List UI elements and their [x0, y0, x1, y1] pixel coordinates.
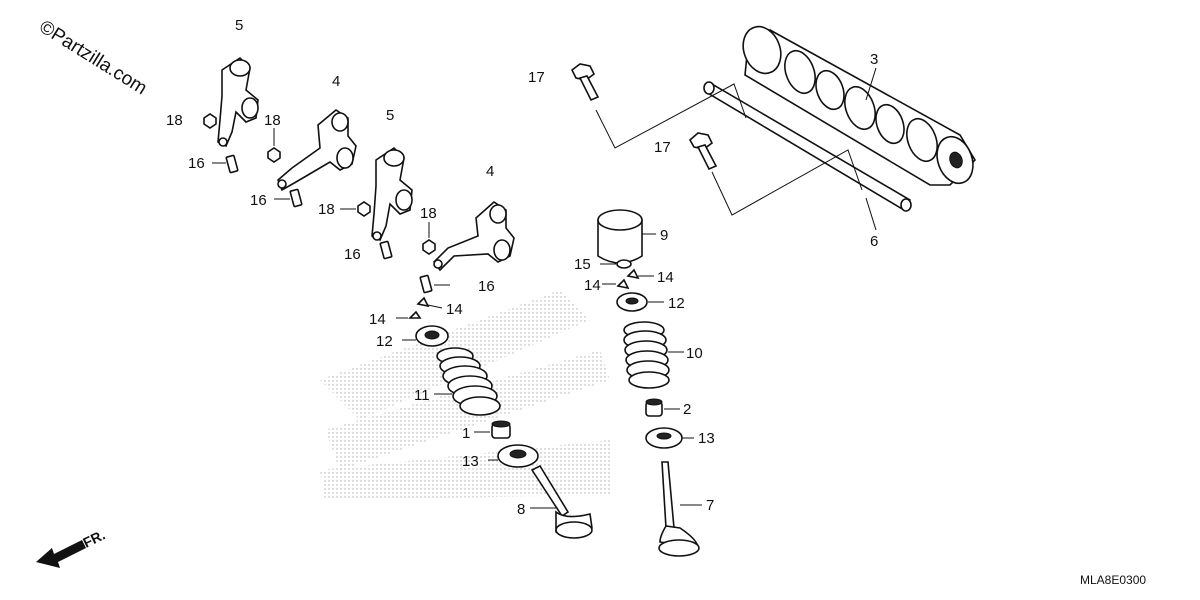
rocker-arm-5-middle [371, 146, 413, 242]
callout-8: 8 [517, 501, 525, 518]
rocker-arm-4-upper [277, 109, 357, 192]
callout-4-upper: 4 [332, 73, 340, 90]
callout-17-lower: 17 [654, 139, 671, 156]
callout-1: 1 [462, 425, 470, 442]
callout-13-right: 13 [698, 430, 715, 447]
bucket-tappet [597, 209, 643, 264]
callout-14-left-b: 14 [446, 301, 463, 318]
callout-16-a: 16 [188, 155, 205, 172]
callout-18-c: 18 [318, 201, 335, 218]
adjust-screws [225, 154, 433, 294]
callout-11: 11 [414, 387, 430, 404]
callout-16-b: 16 [250, 192, 267, 209]
spring-seat-right [645, 427, 683, 449]
callout-12-right: 12 [668, 295, 685, 312]
spring-seat-left [497, 444, 539, 468]
callout-9: 9 [660, 227, 668, 244]
valve-left [530, 464, 593, 539]
callout-13-left: 13 [462, 453, 479, 470]
callout-16-c: 16 [344, 246, 361, 263]
callout-10: 10 [686, 345, 703, 362]
shim [616, 259, 632, 269]
callout-14-right-b: 14 [657, 269, 674, 286]
retainer-left [415, 325, 449, 347]
callout-5-middle: 5 [386, 107, 394, 124]
retainer-right [616, 292, 648, 312]
callout-7: 7 [706, 497, 714, 514]
watermark-text: ©Partzilla.com [35, 16, 150, 99]
valve-right [658, 461, 700, 557]
front-arrow: FR. [36, 526, 108, 568]
rocker-shaft [703, 81, 912, 212]
callout-12-left: 12 [376, 333, 393, 350]
rocker-arm-5-left [217, 56, 259, 148]
spring-right [623, 321, 670, 389]
camshaft [742, 25, 977, 186]
shaft-bolt-upper [570, 63, 600, 102]
callout-18-d: 18 [420, 205, 437, 222]
callout-3: 3 [870, 51, 878, 68]
callout-15: 15 [574, 256, 591, 273]
cotters-left [408, 296, 430, 319]
callout-16-d: 16 [478, 278, 495, 295]
cotters-right [616, 268, 640, 290]
callout-4-lower: 4 [486, 163, 494, 180]
stem-seal-right [645, 398, 663, 417]
callout-17-upper: 17 [528, 69, 545, 86]
rocker-arm-4-lower [432, 200, 515, 272]
stem-seal-left [491, 420, 511, 439]
spring-left [436, 347, 501, 416]
lock-nuts [203, 113, 436, 255]
callout-14-right-a: 14 [584, 277, 601, 294]
callout-6: 6 [870, 233, 878, 250]
callout-5-left: 5 [235, 17, 243, 34]
callout-18-a: 18 [166, 112, 183, 129]
shaft-bolt-lower [688, 132, 718, 171]
callout-14-left-a: 14 [369, 311, 386, 328]
callout-18-b: 18 [264, 112, 281, 129]
callout-2: 2 [683, 401, 691, 418]
diagram-code: MLA8E0300 [1080, 573, 1146, 587]
